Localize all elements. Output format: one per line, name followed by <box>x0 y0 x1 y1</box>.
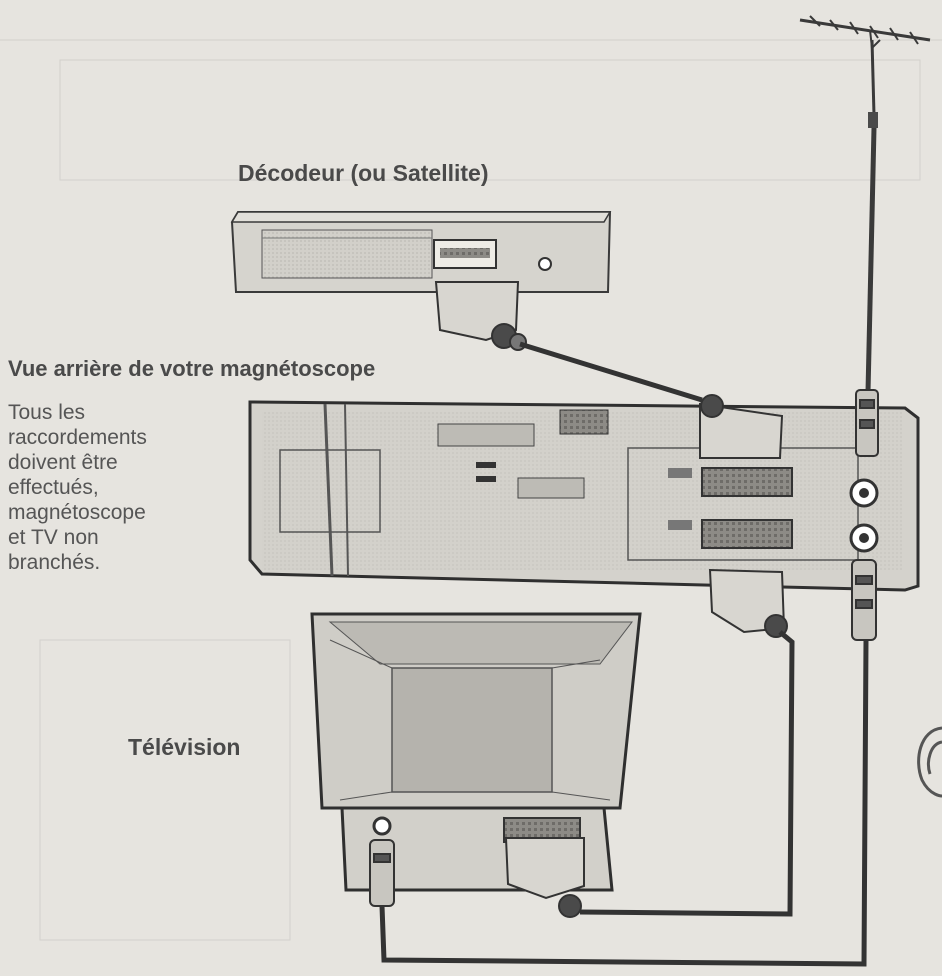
coax-plug-vcr-out <box>851 559 877 641</box>
background-bleed <box>0 39 942 941</box>
note-line: raccordements <box>8 426 147 449</box>
scart-cable-vcr-tv <box>579 630 795 917</box>
tv-aerial-jack-icon <box>372 816 392 836</box>
connection-note: Tous les raccordements doivent être effe… <box>8 400 228 575</box>
vcr-rear-label: Vue arrière de votre magnétoscope <box>8 356 376 381</box>
decoder-label: Décodeur (ou Satellite) <box>238 160 489 186</box>
note-line: branchés. <box>8 551 101 574</box>
note-line: effectués, <box>8 476 99 499</box>
vcr-scart-socket-2 <box>701 519 793 549</box>
note-line: Tous les <box>8 401 86 424</box>
vcr-scart-socket-1 <box>701 467 793 497</box>
scart-cable-decoder-vcr <box>519 341 703 403</box>
cable-coil-icon <box>917 726 942 798</box>
scart-plug-vcr-top <box>699 394 784 459</box>
antenna-plug-vcr <box>855 389 879 457</box>
decoder-box <box>230 211 612 293</box>
note-line: et TV non <box>8 526 99 549</box>
scart-plug-tv <box>504 837 585 918</box>
antenna <box>799 15 931 393</box>
coax-plug-tv <box>369 839 395 907</box>
television-label: Télévision <box>128 734 241 760</box>
scart-plug-vcr-bottom <box>708 568 788 638</box>
coaxial-cable-vcr-tv <box>379 639 869 967</box>
decoder-jack-icon <box>538 257 552 271</box>
vcr-rear-panel <box>248 400 920 592</box>
television <box>310 612 642 892</box>
note-line: doivent être <box>8 451 118 474</box>
scart-plug-decoder <box>434 281 527 351</box>
note-line: magnétoscope <box>8 501 146 524</box>
